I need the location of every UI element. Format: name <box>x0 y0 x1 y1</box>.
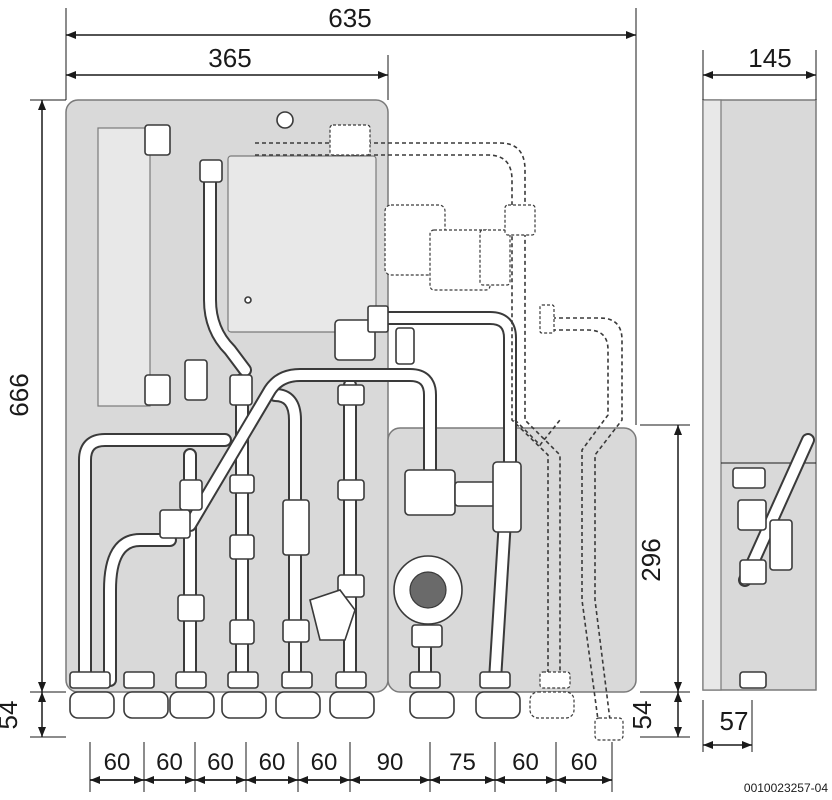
dim-bottom-right: 54 <box>627 701 657 730</box>
dim-bottom-left: 54 <box>0 701 23 730</box>
reference-number: 0010023257-04 <box>744 781 828 795</box>
screw-icon <box>244 296 252 304</box>
air-vent-icon <box>276 111 294 129</box>
valve-1 <box>177 594 205 622</box>
dim-depth: 145 <box>748 43 791 73</box>
pump-housing <box>404 469 456 516</box>
spacing-label: 60 <box>259 749 286 776</box>
spacing-label: 60 <box>512 749 539 776</box>
spacing-label: 75 <box>449 749 476 776</box>
dim-upper-width: 365 <box>208 43 251 73</box>
spacing-label: 90 <box>377 749 404 776</box>
valve-4 <box>337 479 365 501</box>
dashed-pipe-right <box>545 317 623 721</box>
side-panel <box>702 99 817 691</box>
dim-side-bottom: 57 <box>720 706 749 736</box>
valve-2 <box>229 534 255 560</box>
bottom-spacing-labels: 60 60 60 60 60 90 75 60 60 <box>104 749 598 776</box>
plate-heat-exchanger <box>97 127 151 407</box>
side-view <box>702 99 817 691</box>
mixing-valve <box>309 589 356 641</box>
dim-lower-height: 296 <box>636 538 666 581</box>
spacing-label: 60 <box>571 749 598 776</box>
dim-height: 666 <box>4 373 34 416</box>
bottom-connection-valves <box>69 671 624 741</box>
dim-overall-width: 635 <box>328 3 371 33</box>
spacing-label: 60 <box>311 749 338 776</box>
dimension-lines <box>30 8 817 792</box>
front-view <box>65 99 637 741</box>
spacing-label: 60 <box>156 749 183 776</box>
spacing-label: 60 <box>104 749 131 776</box>
flow-meter <box>282 499 310 556</box>
control-unit <box>227 155 377 333</box>
spacing-label: 60 <box>207 749 234 776</box>
dashed-pipe-top <box>255 142 561 680</box>
